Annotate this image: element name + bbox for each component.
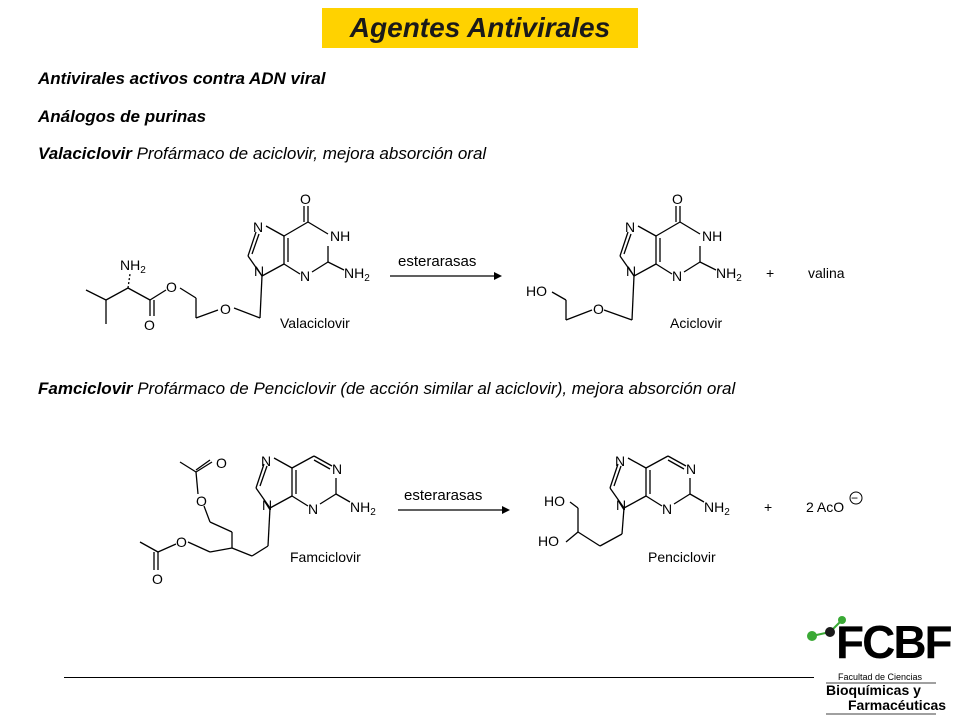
valaciclovir-text: Profármaco de aciclovir, mejora absorció… [131,144,487,163]
reaction1-byproduct: valina [808,265,845,281]
famciclovir-n7-label: N [261,453,271,469]
reaction1-arrow: esterarasas [390,253,502,280]
logo-dot-icon [825,627,835,637]
slide-title: Agentes Antivirales [349,12,611,43]
logo-line2: Bioquímicas y [826,682,921,698]
penciclovir-name: Penciclovir [648,549,716,565]
penciclovir-ho-top-label: HO [544,493,565,509]
penciclovir-nh2-label: NH2 [704,499,730,518]
famciclovir-o-ester1-label: O [196,493,207,509]
reaction2-arrow: esterarasas [398,487,510,514]
famciclovir-nh2-label: NH2 [350,499,376,518]
famciclovir-n3-label: N [308,501,318,517]
purine-nh2-label: NH2 [344,265,370,284]
heading-adn-viral: Antivirales activos contra ADN viral [38,69,326,88]
valaciclovir-structure [85,206,345,324]
reaction1-enzyme: esterarasas [398,253,476,270]
aciclovir-ho-label: HO [526,283,547,299]
penciclovir-ho-bottom-label: HO [538,533,559,549]
famciclovir-text: Profármaco de Penciclovir (de acción sim… [132,379,736,398]
famciclovir-labels: O O O O N N N N NH2 Famciclovir [152,453,376,587]
logo-line1: Facultad de Ciencias [838,672,923,682]
famciclovir-name: Famciclovir [290,549,361,565]
reaction2-plus: + [764,499,772,515]
purine-nh-label: NH [330,228,350,244]
famciclovir-description: Famciclovir Profármaco de Penciclovir (d… [38,379,735,399]
aciclovir-o6-label: O [672,191,683,207]
valaciclovir-label: Valaciclovir [38,144,132,163]
heading-purinas: Análogos de purinas [38,107,207,126]
valaciclovir-labels: NH2 O O O N N N O NH NH2 Valaciclovir [120,191,370,333]
carbonyl-o-label: O [144,317,155,333]
aciclovir-n7-label: N [625,219,635,235]
valaciclovir-name: Valaciclovir [280,315,350,331]
famciclovir-o-bottom-label: O [152,571,163,587]
ester-o-label: O [166,279,177,295]
famciclovir-label: Famciclovir [38,379,133,398]
reaction2-enzyme: esterarasas [404,487,482,504]
penciclovir-n9-label: N [616,497,626,513]
reaction2-byproduct: 2 AcO [806,499,844,515]
aciclovir-name: Aciclovir [670,315,722,331]
famciclovir-n1-label: N [332,461,342,477]
logo-dot-icon [838,616,846,624]
ether-o-label: O [220,301,231,317]
bottom-rule [64,677,814,678]
slide-title-box: Agentes Antivirales [322,8,638,48]
aciclovir-n9-label: N [626,263,636,279]
penciclovir-n7-label: N [615,453,625,469]
aciclovir-nh-label: NH [702,228,722,244]
purine-o6-label: O [300,191,311,207]
penciclovir-labels: HO HO N N N N NH2 Penciclovir + 2 AcO − [538,453,863,565]
famciclovir-n9-label: N [262,497,272,513]
fcbf-logo: FCBF Facultad de Ciencias Bioquímicas y … [807,616,954,715]
valaciclovir-description: Valaciclovir Profármaco de aciclovir, me… [38,144,486,164]
reaction1-plus: + [766,265,774,281]
logo-dot-icon [807,631,817,641]
famciclovir-structure [139,455,351,570]
aciclovir-nh2-label: NH2 [716,265,742,284]
aciclovir-ether-o-label: O [593,301,604,317]
famciclovir-o-top-label: O [216,455,227,471]
purine-n7-label: N [253,219,263,235]
aciclovir-labels: HO O N N N O NH NH2 Aciclovir + valina [526,191,845,331]
aciclovir-n3-label: N [672,268,682,284]
amine-label: NH2 [120,257,146,276]
purine-n9-label: N [254,263,264,279]
purine-n3-label: N [300,268,310,284]
reaction2-charge: − [851,491,858,505]
aciclovir-structure [551,206,717,321]
penciclovir-structure [565,455,705,547]
logo-line3: Farmacéuticas [848,697,946,713]
famciclovir-o-ester2-label: O [176,534,187,550]
charge-circle [849,491,863,505]
penciclovir-n3-label: N [662,501,672,517]
logo-letters: FCBF [836,616,952,668]
penciclovir-n1-label: N [686,461,696,477]
